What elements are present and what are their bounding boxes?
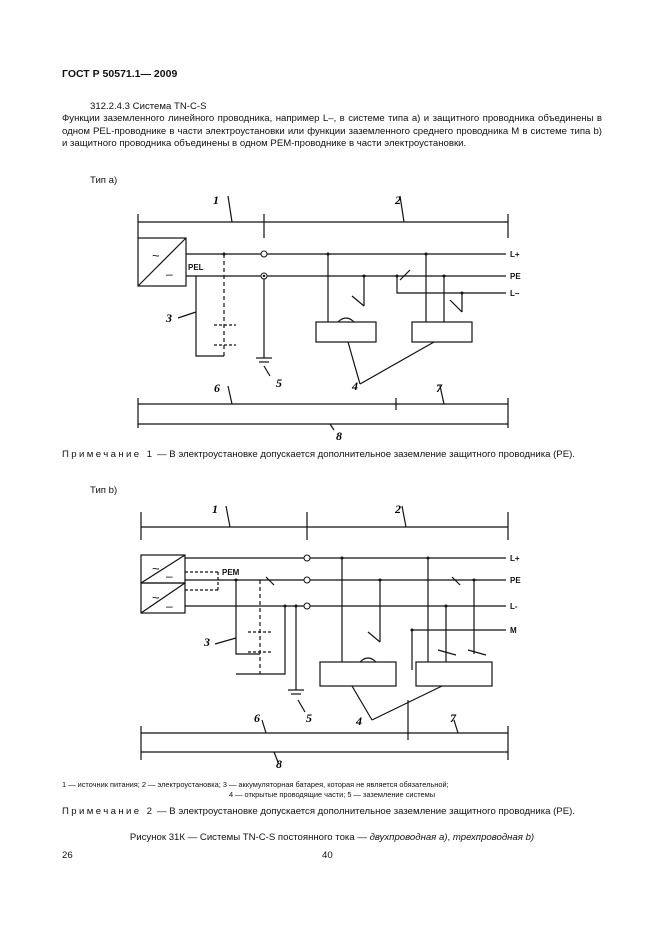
figure-caption: Рисунок 31К — Системы TN-C-S постоянного… — [62, 832, 602, 845]
legend-line-2: 4 — открытые проводящие части; 5 — зазем… — [228, 790, 436, 799]
note-2-prefix: Примечание 2 — [62, 806, 155, 817]
figure-b-label: Тип b) — [90, 485, 118, 496]
figure-legend: 1 — источник питания; 2 — электроустанов… — [62, 780, 602, 800]
note-2-text: — В электроустановке допускается дополни… — [154, 806, 575, 817]
callout-4: 4 — [351, 379, 358, 393]
section-body: Функции заземленного линейного проводник… — [62, 113, 602, 150]
svg-text:–: – — [166, 569, 173, 583]
callout-1: 1 — [212, 502, 218, 516]
callout-6: 6 — [254, 711, 260, 725]
standard-header: ГОСТ Р 50571.1— 2009 — [62, 68, 178, 80]
svg-text:~: ~ — [152, 590, 160, 605]
caption-type-a: двухпроводная а) — [369, 832, 448, 843]
conductor-label-pe: PE — [510, 576, 521, 585]
callout-3: 3 — [203, 635, 210, 649]
svg-text:~: ~ — [152, 248, 160, 263]
caption-type-b: трехпроводная b) — [452, 832, 535, 843]
exposed-part-1 — [315, 321, 377, 343]
pem-label: PEM — [222, 568, 240, 577]
conductor-label-pe: PE — [510, 272, 521, 281]
page-number-left: 26 — [62, 850, 73, 861]
exposed-part-2 — [411, 321, 473, 343]
legend-line-1: 1 — источник питания; 2 — электроустанов… — [62, 780, 449, 789]
conductor-l-minus — [396, 276, 506, 294]
callout-5: 5 — [306, 711, 312, 725]
svg-text:–: – — [166, 599, 173, 613]
callout-3: 3 — [165, 311, 172, 325]
callout-5: 5 — [276, 376, 282, 390]
svg-text:–: – — [166, 267, 173, 281]
note-1: Примечание 1 — В электроустановке допуск… — [62, 449, 602, 462]
conductor-label-m: M — [510, 626, 517, 635]
figure-b-diagram: ~ – ~ – PEM L+ PE L- M 1 2 3 4 5 6 7 8 — [140, 502, 521, 771]
power-source-box-2 — [140, 582, 186, 614]
note-2: Примечание 2 — В электроустановке допуск… — [62, 806, 602, 819]
note-1-text: — В электроустановке допускается дополни… — [154, 449, 575, 460]
caption-main: Рисунок 31К — Системы TN-C-S постоянного… — [129, 832, 370, 843]
svg-text:~: ~ — [152, 561, 160, 576]
callout-8: 8 — [276, 757, 282, 771]
exposed-part-1 — [319, 661, 397, 687]
conductor-label-l-minus: L- — [510, 602, 518, 611]
power-source-box — [137, 237, 187, 287]
pel-label: PEL — [188, 263, 204, 272]
figure-a-diagram: ~ – PEL L+ PE L– 1 2 3 4 5 6 7 8 — [137, 193, 521, 443]
callout-2: 2 — [394, 502, 401, 516]
conductor-label-l-plus: L+ — [510, 554, 520, 563]
callout-8: 8 — [336, 429, 342, 443]
note-1-prefix: Примечание 1 — [62, 449, 155, 460]
callout-7: 7 — [450, 711, 457, 725]
exposed-part-2 — [415, 661, 493, 687]
callout-2: 2 — [394, 193, 401, 207]
caption-sep: , — [447, 832, 453, 843]
figure-a-label: Тип а) — [90, 175, 118, 186]
section-heading: 312.2.4.3 Система TN-C-S — [90, 101, 207, 112]
callout-1: 1 — [213, 193, 219, 207]
conductor-label-l-minus: L– — [510, 289, 520, 298]
callout-4: 4 — [355, 714, 362, 728]
callout-7: 7 — [436, 381, 443, 395]
callout-6: 6 — [214, 381, 220, 395]
page-number-center: 40 — [322, 850, 333, 861]
conductor-label-l-plus: L+ — [510, 250, 520, 259]
